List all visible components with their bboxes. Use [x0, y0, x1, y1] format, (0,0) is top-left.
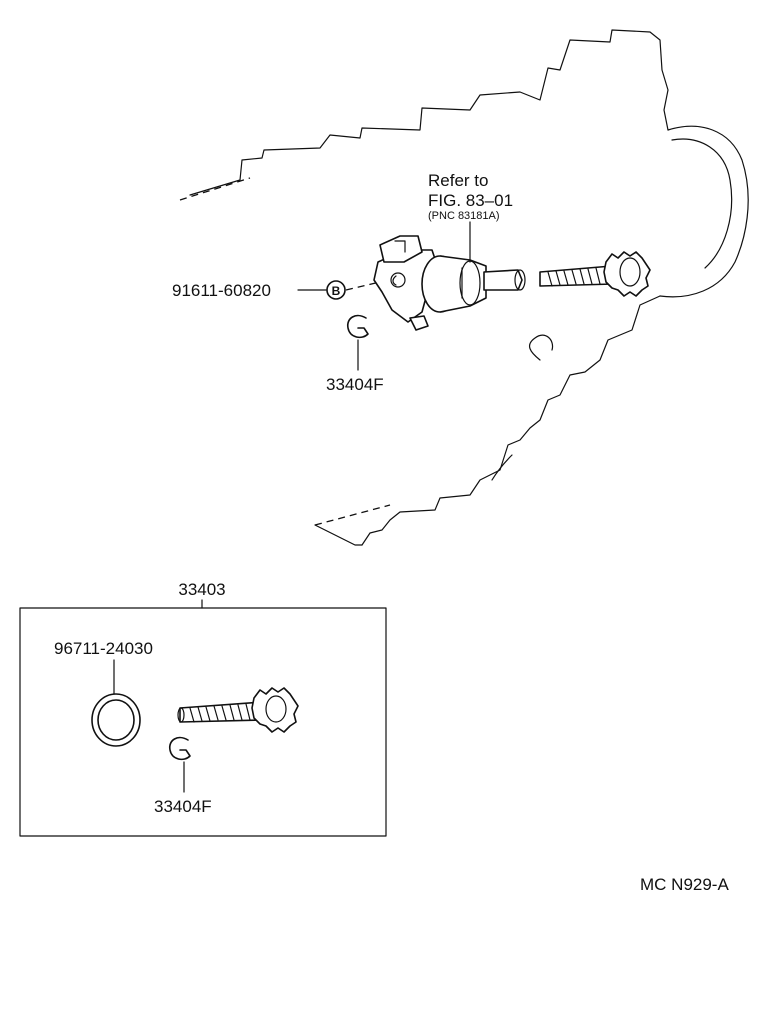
figure-code: MC N929-A — [640, 875, 729, 894]
refer-to-label: Refer to — [428, 171, 488, 190]
transmission-housing-outline — [179, 29, 749, 546]
oring-part-number: 96711-24030 — [54, 639, 153, 658]
speedometer-sleeve-assembly — [373, 235, 526, 331]
clip-box — [168, 736, 191, 793]
clip-top — [346, 314, 369, 371]
assembly-bracket — [19, 607, 387, 837]
refer-pnc-label: (PNC 83181A) — [428, 210, 500, 222]
refer-figure-label: FIG. 83–01 — [428, 191, 513, 210]
clip-top-part-number: 33404F — [326, 375, 384, 394]
bolt-part-number: 91611-60820 — [172, 281, 271, 300]
driven-gear-top — [539, 251, 651, 297]
assembly-part-number: 33403 — [178, 580, 225, 599]
bolt-symbol: B — [332, 284, 341, 298]
o-ring — [91, 693, 141, 747]
clip-box-part-number: 33404F — [154, 797, 212, 816]
bolt-leader — [297, 280, 381, 300]
driven-gear-box — [177, 687, 299, 733]
